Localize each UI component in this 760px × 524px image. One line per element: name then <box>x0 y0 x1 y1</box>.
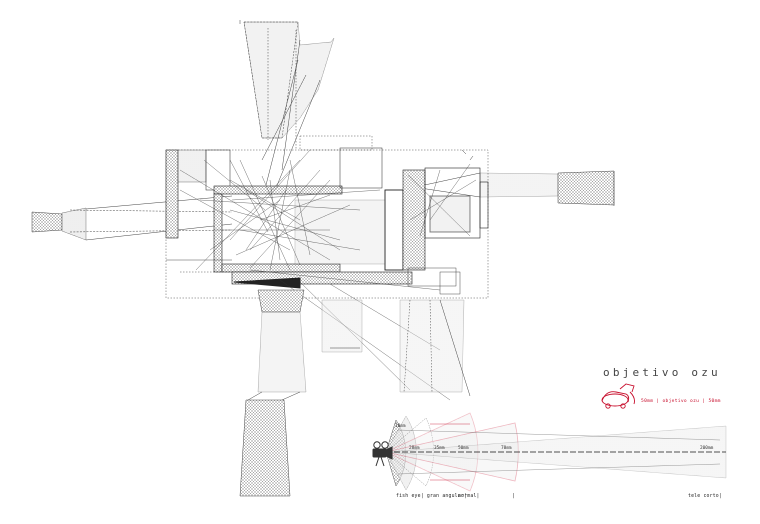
view-cone-north <box>243 21 335 189</box>
category-normal: normal| <box>458 494 480 499</box>
ozu-car-stamp-icon <box>601 383 635 409</box>
lens-comparison-diagram <box>385 412 727 492</box>
category-separator: | <box>512 494 516 499</box>
view-cone-west <box>31 195 233 241</box>
lens-label-18mm: 18mm <box>395 424 406 429</box>
view-cone-south <box>239 289 471 497</box>
lens-label-200mm: 200mm <box>700 446 714 451</box>
lens-label-50mm: 50mm <box>458 446 469 451</box>
title-objetivo-ozu: objetivo ozu <box>603 366 721 379</box>
film-camera-icon <box>372 441 393 467</box>
red-lens-caption: 50mm | objetivo ozu | 50mm <box>641 399 721 404</box>
category-tele-corto: tele corto| <box>688 494 722 499</box>
grid-markers <box>239 20 474 161</box>
lens-label-28mm: 28mm <box>409 446 420 451</box>
view-cone-east <box>419 170 615 206</box>
sight-lines <box>179 149 477 401</box>
category-fisheye-gran-angular: fish eye| gran angular| <box>396 494 468 499</box>
lens-label-35mm: 35mm <box>434 446 445 451</box>
floor-plan <box>165 135 489 299</box>
lens-label-70mm: 70mm <box>501 446 512 451</box>
